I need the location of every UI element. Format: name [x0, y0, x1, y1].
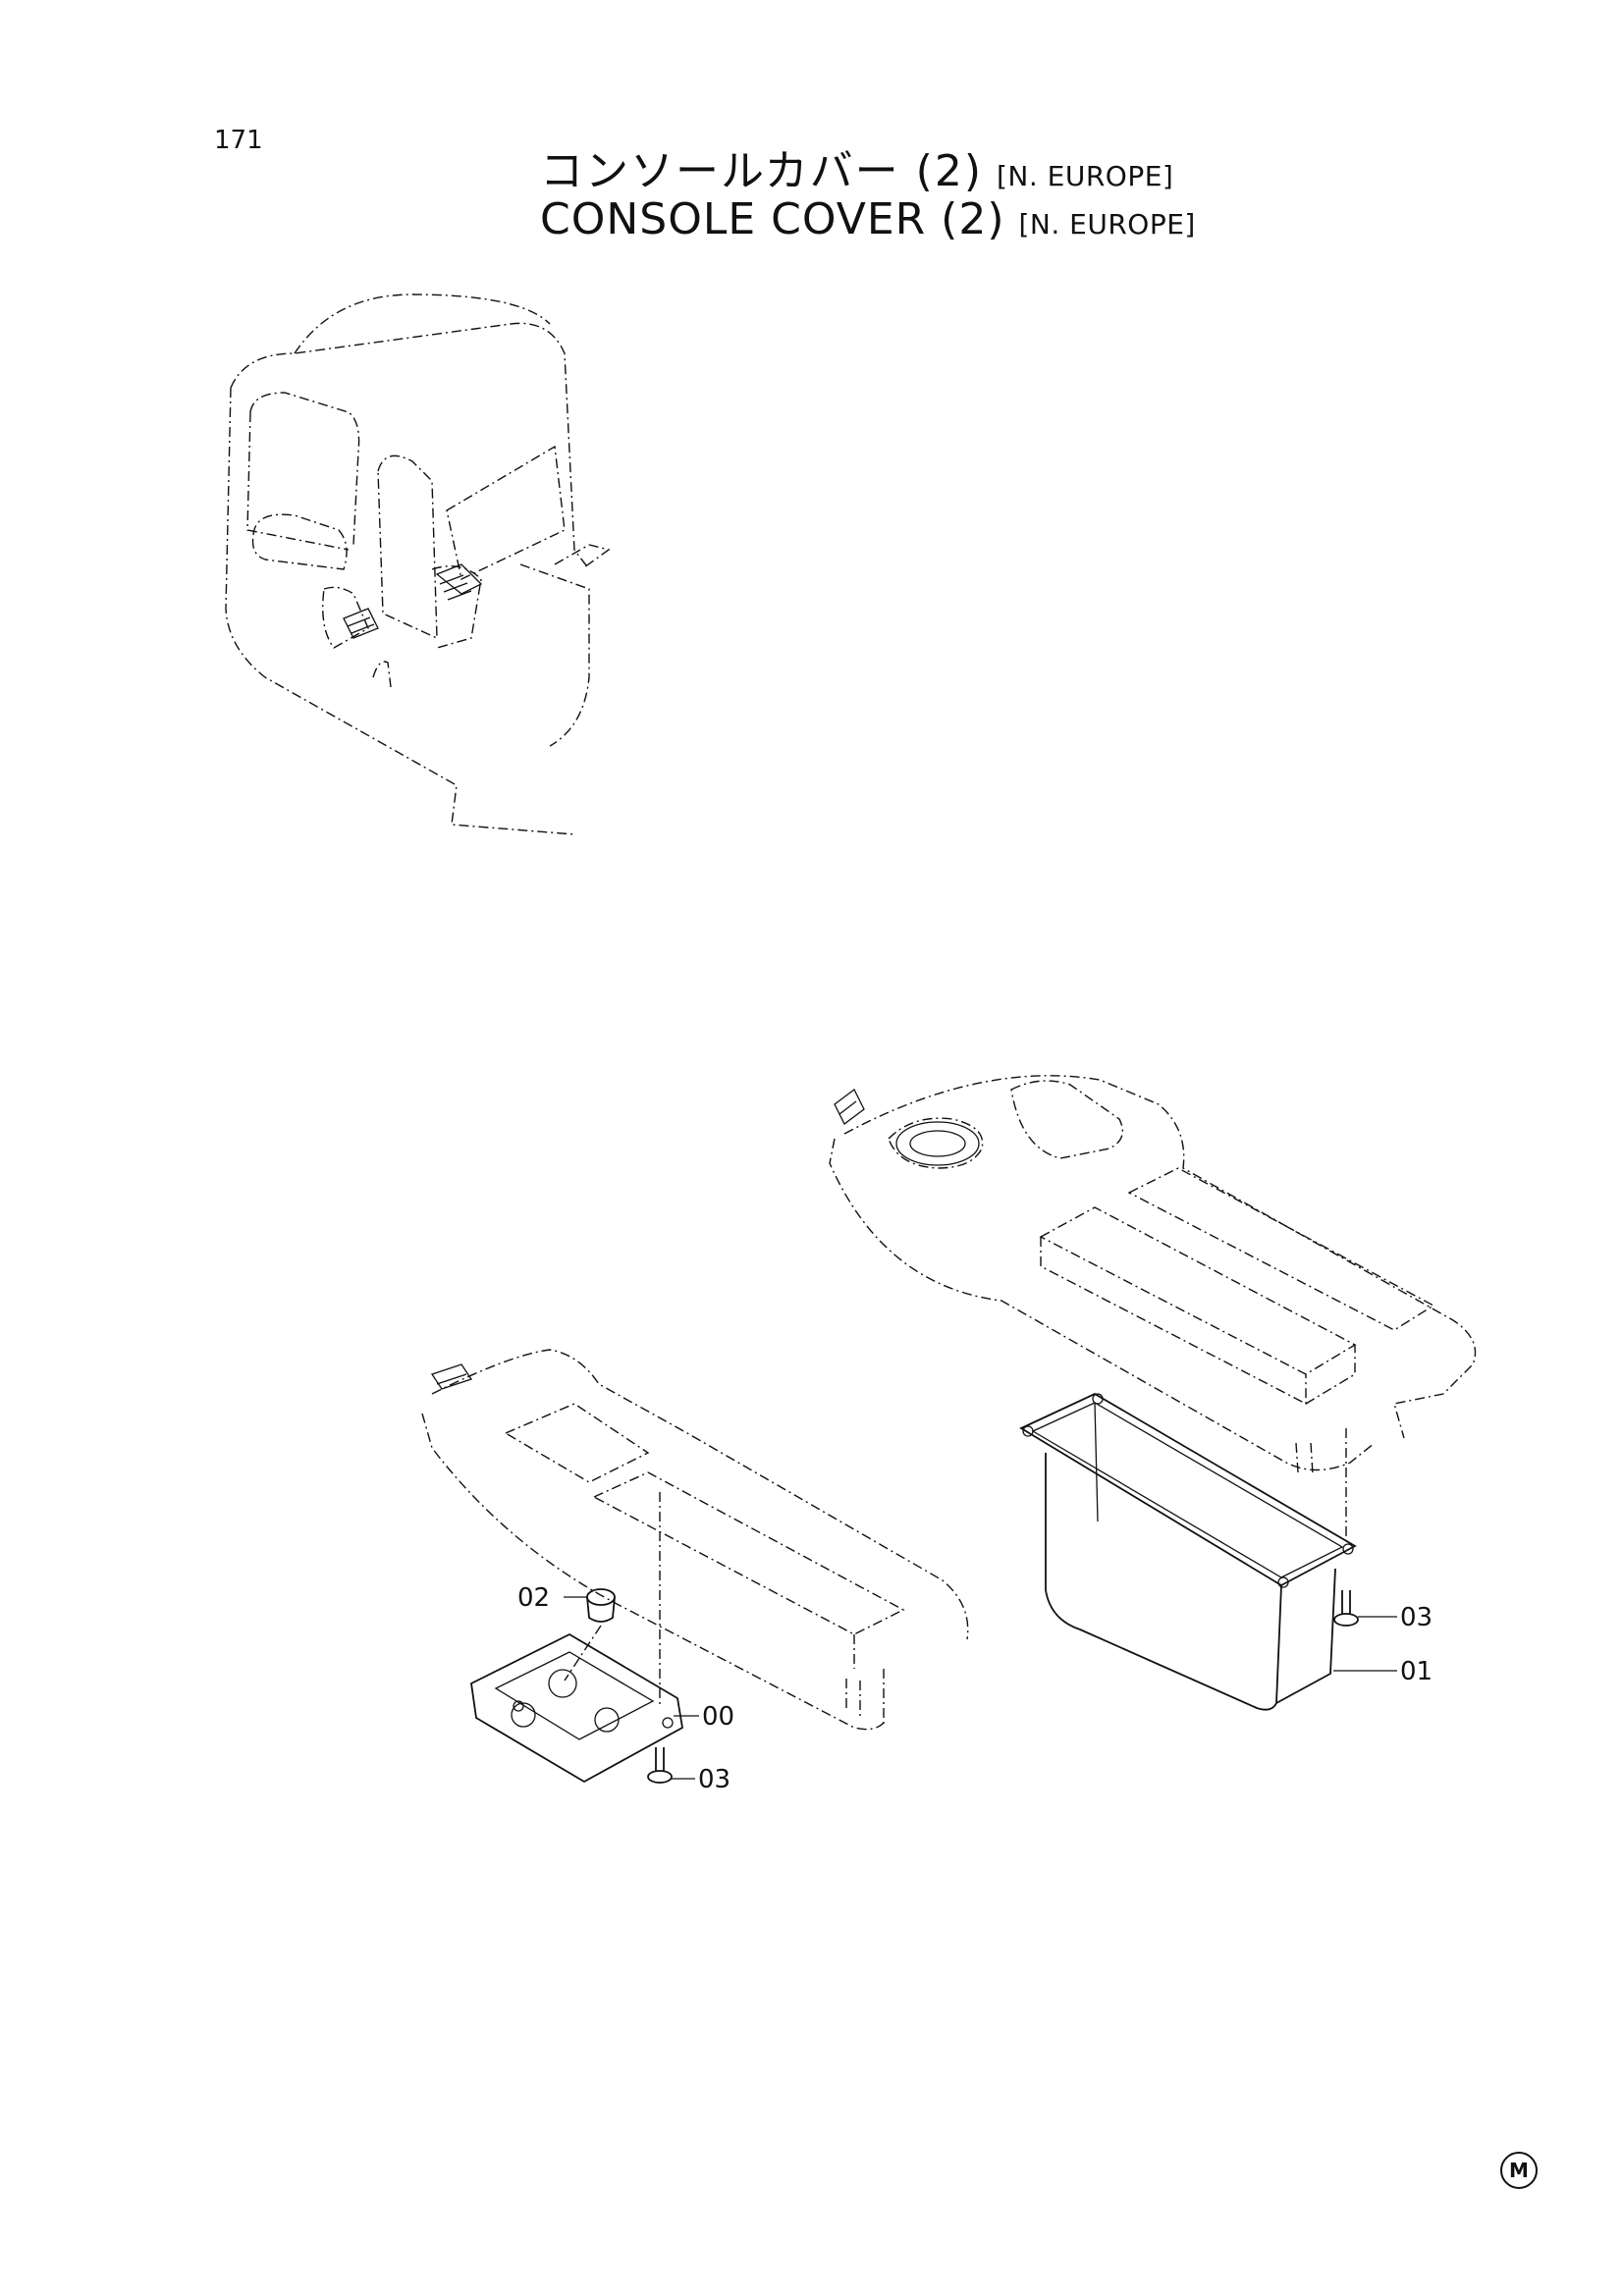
- right-console-cover-illustration: [829, 1075, 1477, 1475]
- title-english: CONSOLE COVER (2): [540, 194, 1005, 245]
- leader-lines: [564, 1428, 1397, 1780]
- title-japanese: コンソールカバー (2): [540, 146, 983, 196]
- region-label-japanese-line: [N. EUROPE]: [997, 160, 1174, 192]
- region-label-english-line: [N. EUROPE]: [1018, 208, 1196, 241]
- screw-part-03-left: [647, 1747, 673, 1784]
- screw-part-03-right: [1333, 1590, 1359, 1627]
- left-console-cover-illustration: [421, 1349, 969, 1731]
- callout-part-01: 01: [1400, 1657, 1433, 1686]
- callout-part-03-right: 03: [1400, 1603, 1433, 1632]
- cab-overview-illustration: [225, 294, 611, 835]
- switch-panel-plate-part-00: [470, 1632, 683, 1784]
- knob-part-02: [586, 1588, 616, 1623]
- maintenance-mark-icon: M: [1500, 2152, 1538, 2189]
- callout-part-03-left: 03: [698, 1765, 730, 1794]
- callout-part-02: 02: [517, 1583, 550, 1613]
- title-japanese-line: コンソールカバー (2) [N. EUROPE]: [540, 147, 1325, 195]
- page-number: 171: [214, 126, 263, 155]
- title-english-line: CONSOLE COVER (2) [N. EUROPE]: [540, 195, 1325, 243]
- storage-box-part-01: [1019, 1392, 1357, 1711]
- callout-part-00: 00: [702, 1702, 734, 1732]
- title-block: コンソールカバー (2) [N. EUROPE] CONSOLE COVER (2…: [540, 147, 1325, 244]
